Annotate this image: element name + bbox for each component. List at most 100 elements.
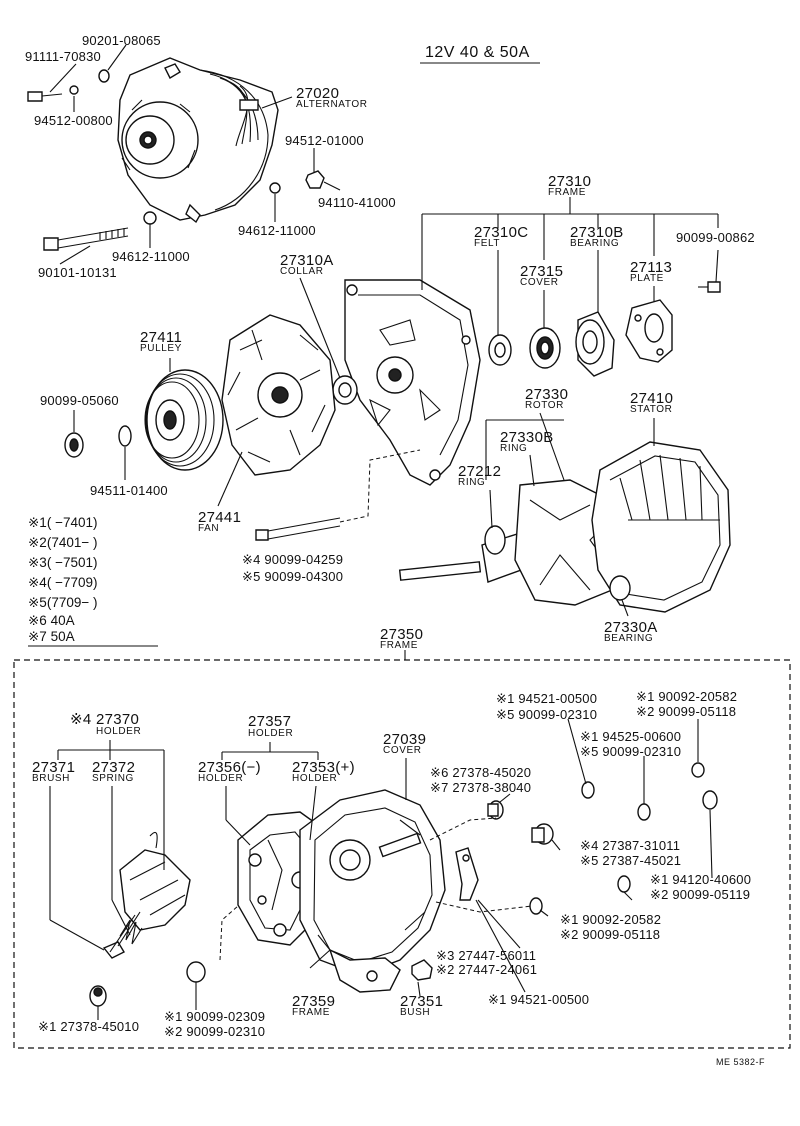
name-bearing-27330a: BEARING bbox=[604, 633, 654, 644]
figure-code: ME 5382-F bbox=[716, 1057, 766, 1067]
name-holder-27357: HOLDER bbox=[248, 728, 294, 739]
part-label-27310b: 27310B bbox=[570, 224, 624, 241]
part-label-90201-08065: 90201-08065 bbox=[82, 33, 161, 48]
note-1: ※1( −7401) bbox=[28, 515, 98, 530]
part-label-27310: 27310 bbox=[548, 173, 592, 190]
bush-27351-drawing bbox=[412, 960, 432, 980]
part-label-90099-05118-a: ※2 90099-05118 bbox=[636, 704, 737, 719]
bolt-90101 bbox=[44, 228, 128, 250]
part-label-27441: 27441 bbox=[198, 509, 242, 526]
name-cover-27039: COVER bbox=[383, 745, 422, 756]
washer-94612-a bbox=[144, 212, 156, 224]
name-holder-27370: HOLDER bbox=[96, 726, 142, 737]
washer-94512-00800 bbox=[70, 86, 78, 94]
bearing-27330a-drawing bbox=[610, 576, 630, 600]
frame-27310-drawing bbox=[345, 280, 480, 485]
note-4: ※4( −7709) bbox=[28, 575, 98, 590]
part-label-27447-24061: ※2 27447-24061 bbox=[436, 962, 538, 977]
part-label-94511-01400: 94511-01400 bbox=[90, 483, 168, 498]
part-label-94110-41000: 94110-41000 bbox=[318, 195, 396, 210]
screw-90099-00862-drawing bbox=[698, 282, 720, 292]
washer-94525-drawing bbox=[638, 804, 650, 820]
fan-27441-drawing bbox=[222, 315, 335, 475]
part-label-27447-56011: ※3 27447-56011 bbox=[436, 948, 537, 963]
part-label-94525-00600: ※1 94525-00600 bbox=[580, 729, 682, 744]
name-frame-27350: FRAME bbox=[380, 640, 418, 651]
washer-90099-05119-drawing bbox=[618, 876, 630, 892]
part-label-94612-11000-a: 94612-11000 bbox=[238, 223, 316, 238]
part-label-94521-00500-b: ※1 94521-00500 bbox=[488, 992, 590, 1007]
insulator-27387-drawing bbox=[532, 824, 553, 844]
name-bearing-27310b: BEARING bbox=[570, 238, 620, 249]
part-label-27371: 27371 bbox=[32, 759, 76, 776]
name-spring: SPRING bbox=[92, 773, 134, 784]
name-holder-27356: HOLDER bbox=[198, 773, 244, 784]
note-5: ※5(7709− ) bbox=[28, 595, 98, 610]
washer-90099-02309-drawing bbox=[187, 962, 205, 982]
cover-27315-drawing bbox=[530, 328, 560, 368]
part-label-27020: 27020 bbox=[296, 85, 340, 102]
part-label-90099-05060: 90099-05060 bbox=[40, 393, 119, 408]
cover-27039-drawing bbox=[300, 790, 445, 975]
rotor-27330-drawing bbox=[400, 480, 625, 605]
note-2: ※2(7401− ) bbox=[28, 535, 98, 550]
frame-group-box bbox=[14, 660, 790, 1048]
name-frame-27359: FRAME bbox=[292, 1007, 330, 1018]
leader-lines-top bbox=[50, 45, 718, 616]
bolt-91111 bbox=[28, 92, 62, 101]
part-label-27330a: 27330A bbox=[604, 619, 658, 636]
diagram-title: 12V 40 & 50A bbox=[425, 44, 530, 61]
part-label-90099-00862: 90099-00862 bbox=[676, 230, 755, 245]
part-label-90099-02310-a: ※5 90099-02310 bbox=[496, 707, 598, 722]
part-label-90099-05119: ※2 90099-05119 bbox=[650, 887, 751, 902]
part-label-27353: 27353(+) bbox=[292, 759, 355, 776]
name-pulley: PULLEY bbox=[140, 343, 182, 354]
plate-27113-drawing bbox=[626, 300, 672, 362]
name-alternator: ALTERNATOR bbox=[296, 99, 368, 110]
name-ring-27212: RING bbox=[458, 477, 486, 488]
washer-94612-b bbox=[270, 183, 280, 193]
part-label-27372: 27372 bbox=[92, 759, 136, 776]
nut-90092-drawing bbox=[692, 763, 704, 777]
part-label-27359: 27359 bbox=[292, 993, 336, 1010]
bolt-90099-04259-drawing bbox=[256, 450, 420, 540]
part-label-90099-02310-c: ※2 90099-02310 bbox=[164, 1024, 266, 1039]
part-label-94512-00800: 94512-00800 bbox=[34, 113, 113, 128]
part-label-94612-11000-b: 94612-11000 bbox=[112, 249, 190, 264]
washer-90092-b-drawing bbox=[530, 898, 542, 914]
washer-94521-drawing bbox=[582, 782, 594, 798]
washer-90099-05060-drawing bbox=[65, 433, 83, 457]
name-felt: FELT bbox=[474, 238, 501, 249]
part-label-27212: 27212 bbox=[458, 463, 502, 480]
part-label-27378-45010: ※1 27378-45010 bbox=[38, 1019, 140, 1034]
nut-94120-drawing bbox=[703, 791, 717, 809]
bearing-27310b-drawing bbox=[576, 312, 614, 376]
part-label-27113: 27113 bbox=[630, 259, 673, 276]
part-label-27350: 27350 bbox=[380, 626, 424, 643]
washer-94511-drawing bbox=[119, 426, 131, 446]
part-label-94521-00500-a: ※1 94521-00500 bbox=[496, 691, 598, 706]
part-label-27378-38040: ※7 27378-38040 bbox=[430, 780, 532, 795]
part-label-27315: 27315 bbox=[520, 263, 564, 280]
part-label-90099-02309: ※1 90099-02309 bbox=[164, 1009, 266, 1024]
part-label-bolt-5: ※5 90099-04300 bbox=[242, 569, 344, 584]
name-collar: COLLAR bbox=[280, 266, 324, 277]
name-rotor: ROTOR bbox=[525, 400, 564, 411]
part-label-27410: 27410 bbox=[630, 390, 674, 407]
part-label-27330b: 27330B bbox=[500, 429, 554, 446]
part-label-bolt-4: ※4 90099-04259 bbox=[242, 552, 344, 567]
name-ring-27330b: RING bbox=[500, 443, 528, 454]
part-label-27351: 27351 bbox=[400, 993, 444, 1010]
name-frame-27310: FRAME bbox=[548, 187, 586, 198]
washer-90201 bbox=[99, 70, 109, 82]
collar-27310a-drawing bbox=[333, 376, 357, 404]
part-label-27387-31011: ※4 27387-31011 bbox=[580, 838, 681, 853]
part-label-27370: ※4 27370 bbox=[70, 711, 140, 728]
brush-holder-27370-drawing bbox=[104, 832, 190, 958]
name-fan: FAN bbox=[198, 523, 220, 534]
note-6: ※6 40A bbox=[28, 613, 75, 628]
part-label-91111-70830: 91111-70830 bbox=[25, 49, 101, 64]
name-bush: BUSH bbox=[400, 1007, 431, 1018]
